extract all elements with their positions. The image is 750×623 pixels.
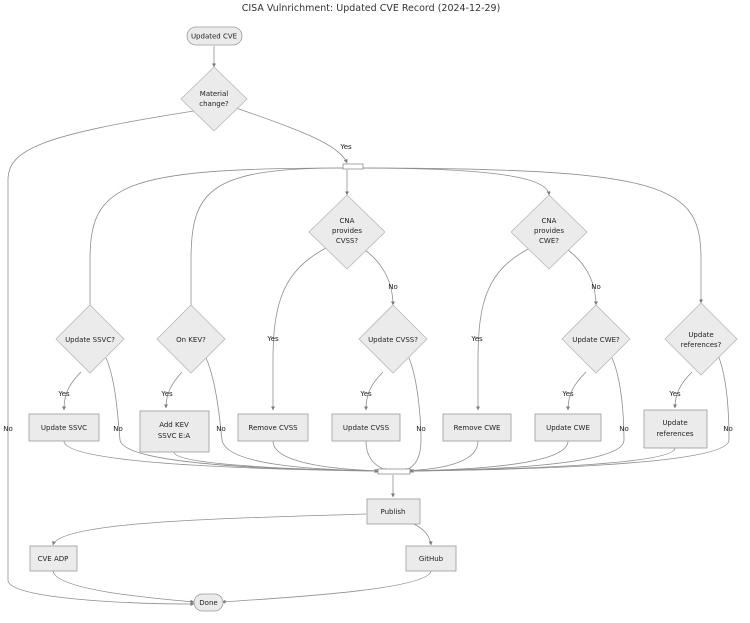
- edge-label-cwe-no: No: [619, 425, 629, 433]
- node-update-ssvc-label: Update SSVC: [41, 424, 87, 432]
- edge-refs-q-yes: [673, 371, 693, 409]
- node-updated-cve-label: Updated CVE: [191, 33, 237, 41]
- node-update-cwe-label: Update CWE: [546, 424, 590, 432]
- node-cna-cwe: CNA provides CWE?: [510, 194, 588, 270]
- node-cve-adp: CVE ADP: [29, 545, 78, 572]
- node-remove-cvss: Remove CVSS: [237, 413, 309, 442]
- edge-cve-adp-to-done: [52, 570, 195, 604]
- node-done-label: Done: [199, 599, 217, 607]
- edge-ssvc-q-yes: [62, 371, 82, 411]
- edge-update-cvss-to-join: [365, 440, 389, 472]
- node-remove-cwe: Remove CWE: [442, 413, 512, 442]
- node-update-refs-line1: Update: [662, 419, 687, 427]
- edge-update-cwe-to-join: [405, 440, 569, 473]
- edge-label-cna-cwe-yes: Yes: [470, 335, 483, 343]
- node-cna-cwe-line3: CWE?: [539, 237, 559, 245]
- node-on-kev: On KEV?: [156, 304, 226, 374]
- node-material-change-line2: change?: [199, 100, 229, 108]
- edge-material-yes: [235, 107, 348, 164]
- edge-cna-cvss-no: [364, 249, 395, 306]
- edge-label-cwe-yes: Yes: [561, 390, 574, 398]
- edge-label-ssvc-yes: Yes: [57, 390, 70, 398]
- edge-label-cvss-yes: Yes: [359, 390, 372, 398]
- edge-cvss-q-yes: [364, 371, 384, 411]
- edge-label-refs-no: No: [723, 425, 733, 433]
- node-github-label: GitHub: [419, 555, 444, 563]
- edge-publish-to-github: [413, 523, 433, 546]
- edge-cna-cwe-no: [567, 249, 598, 306]
- edge-label-refs-yes: Yes: [668, 390, 681, 398]
- edge-fork-to-ssvc-q: [88, 167, 344, 314]
- node-update-ssvc-q-label: Update SSVC?: [65, 336, 115, 344]
- node-update-refs-line2: references: [656, 430, 693, 438]
- node-add-kev-line1: Add KEV: [159, 421, 189, 429]
- node-update-cwe-q: Update CWE?: [561, 304, 631, 374]
- edge-label-cna-cwe-no: No: [591, 283, 601, 291]
- node-update-refs-q: Update references?: [664, 302, 738, 376]
- edge-cvss-q-no: [403, 357, 422, 472]
- edge-github-to-done: [221, 570, 432, 604]
- node-update-cwe-q-label: Update CWE?: [572, 336, 620, 344]
- edge-fork-to-cna-cwe: [350, 167, 551, 196]
- node-cna-cwe-line2: provides: [534, 227, 564, 235]
- edge-update-ssvc-to-join: [63, 440, 379, 473]
- node-update-ssvc-q: Update SSVC?: [55, 304, 125, 374]
- node-update-cvss-q: Update CVSS?: [358, 304, 428, 374]
- node-cna-cvss-line1: CNA: [340, 217, 355, 225]
- edge-label-kev-no: No: [216, 425, 226, 433]
- node-publish-label: Publish: [381, 508, 406, 516]
- node-remove-cwe-label: Remove CWE: [454, 424, 501, 432]
- edge-label-cna-cvss-yes: Yes: [266, 335, 279, 343]
- edge-kev-q-yes: [164, 371, 183, 409]
- edge-label-cna-cvss-no: No: [388, 283, 398, 291]
- node-update-refs-q-line2: references?: [681, 341, 722, 349]
- node-update-refs-q-line1: Update: [688, 331, 713, 339]
- edge-label-cvss-no: No: [416, 425, 426, 433]
- edge-label-kev-yes: Yes: [160, 390, 173, 398]
- edge-fork-to-kev-q: [189, 167, 344, 314]
- edge-remove-cvss-to-join: [272, 440, 383, 473]
- node-on-kev-label: On KEV?: [176, 336, 206, 344]
- edge-remove-cwe-to-join: [401, 440, 479, 473]
- edge-publish-to-cve-adp: [52, 513, 367, 546]
- edge-material-no: [7, 110, 195, 606]
- node-add-kev: Add KEV SSVC E:A: [139, 410, 210, 453]
- node-add-kev-line2: SSVC E:A: [158, 432, 191, 440]
- edge-label-ssvc-no: No: [113, 425, 123, 433]
- node-update-ssvc: Update SSVC: [28, 413, 100, 442]
- node-update-cvss-label: Update CVSS: [343, 424, 390, 432]
- join-bar: [377, 468, 411, 475]
- node-update-cvss-q-label: Update CVSS?: [368, 336, 418, 344]
- node-github: GitHub: [405, 545, 457, 572]
- edge-update-refs-to-join: [407, 447, 676, 473]
- node-cna-cwe-line1: CNA: [542, 217, 557, 225]
- node-update-cvss: Update CVSS: [331, 413, 401, 442]
- edge-label-material-no: No: [3, 425, 13, 433]
- node-cna-cvss: CNA provides CVSS?: [308, 194, 386, 270]
- node-material-change: Material change?: [180, 66, 248, 132]
- node-update-refs: Update references: [643, 409, 708, 449]
- node-done: Done: [193, 593, 224, 612]
- node-cna-cvss-line2: provides: [332, 227, 362, 235]
- diagram-title: CISA Vulnrichment: Updated CVE Record (2…: [242, 3, 501, 14]
- edge-label-material-yes: Yes: [339, 143, 352, 151]
- edge-kev-q-no: [205, 357, 381, 473]
- fork-bar: [342, 163, 364, 170]
- node-update-cwe: Update CWE: [534, 413, 602, 442]
- node-remove-cvss-label: Remove CVSS: [248, 424, 298, 432]
- node-publish: Publish: [366, 498, 421, 525]
- edge-labels: Yes No Yes No Yes No Yes Yes Yes Yes Yes…: [3, 143, 733, 433]
- edge-add-kev-to-join: [173, 451, 381, 473]
- edge-cna-cvss-yes: [271, 247, 327, 411]
- edge-fork-to-refs-q: [350, 167, 703, 304]
- node-updated-cve: Updated CVE: [186, 26, 243, 46]
- node-cve-adp-label: CVE ADP: [38, 555, 69, 563]
- edge-cwe-q-yes: [566, 371, 587, 411]
- node-material-change-line1: Material: [200, 90, 228, 98]
- edge-cna-cwe-yes: [476, 247, 531, 411]
- node-cna-cvss-line3: CVSS?: [336, 237, 359, 245]
